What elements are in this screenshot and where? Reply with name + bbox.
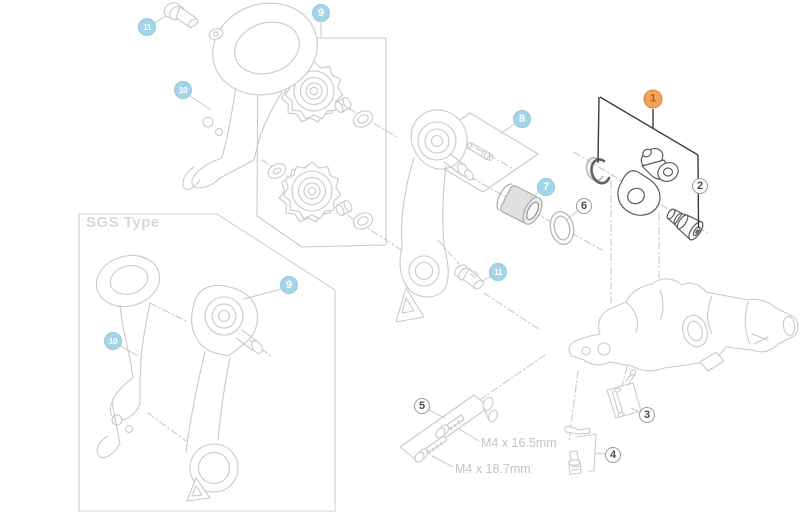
callout-11[interactable]: 11 bbox=[138, 18, 156, 36]
outer-plate-top bbox=[182, 2, 318, 191]
callout-8[interactable]: 8 bbox=[513, 110, 531, 128]
snap-ring-echo bbox=[585, 156, 604, 182]
callout-10-sgs[interactable]: 10 bbox=[104, 332, 122, 350]
sgs-type-box bbox=[78, 213, 336, 512]
cage-bolt-lower bbox=[454, 264, 485, 290]
bushing-lower bbox=[335, 200, 353, 216]
leader-lines bbox=[118, 15, 641, 468]
bolt-m4-18-7 bbox=[414, 435, 448, 463]
ring-washer-upper bbox=[352, 110, 374, 128]
callout-3[interactable]: 3 bbox=[639, 407, 655, 423]
inner-plate-center bbox=[395, 109, 539, 323]
pulley-kit-box bbox=[256, 37, 387, 248]
spring-pin bbox=[466, 142, 494, 161]
derailleur-body-drawing bbox=[568, 278, 799, 372]
sgs-outer-plate bbox=[95, 254, 161, 459]
sgs-inner-plate bbox=[185, 284, 264, 502]
link-fixing-bolt bbox=[666, 208, 704, 241]
callout-4[interactable]: 4 bbox=[605, 447, 621, 463]
callout-6[interactable]: 6 bbox=[576, 198, 592, 214]
bushing-upper bbox=[334, 97, 352, 113]
callout-2[interactable]: 2 bbox=[692, 178, 708, 194]
bolt-m4-16-5 bbox=[435, 414, 465, 439]
bolt-kit-plate bbox=[399, 394, 498, 463]
callout-9[interactable]: 9 bbox=[312, 4, 330, 22]
keeper-clip bbox=[482, 396, 498, 423]
callout-11-lower[interactable]: 11 bbox=[489, 263, 507, 281]
jockey-pulley-lower bbox=[278, 161, 342, 223]
callout-1[interactable]: 1 bbox=[643, 89, 663, 109]
chain-link-unit bbox=[617, 147, 679, 216]
cage-bolt-upper bbox=[163, 2, 199, 29]
cage-stopper bbox=[496, 183, 543, 225]
construction-lines bbox=[147, 29, 709, 442]
ring-washer-lower bbox=[352, 212, 374, 230]
callout-10[interactable]: 10 bbox=[174, 81, 192, 99]
cable-fixing-unit bbox=[564, 425, 597, 475]
washer-lower bbox=[267, 163, 287, 179]
callout-5[interactable]: 5 bbox=[414, 398, 430, 414]
callout-7[interactable]: 7 bbox=[537, 178, 555, 196]
callout-9-sgs[interactable]: 9 bbox=[280, 276, 298, 294]
